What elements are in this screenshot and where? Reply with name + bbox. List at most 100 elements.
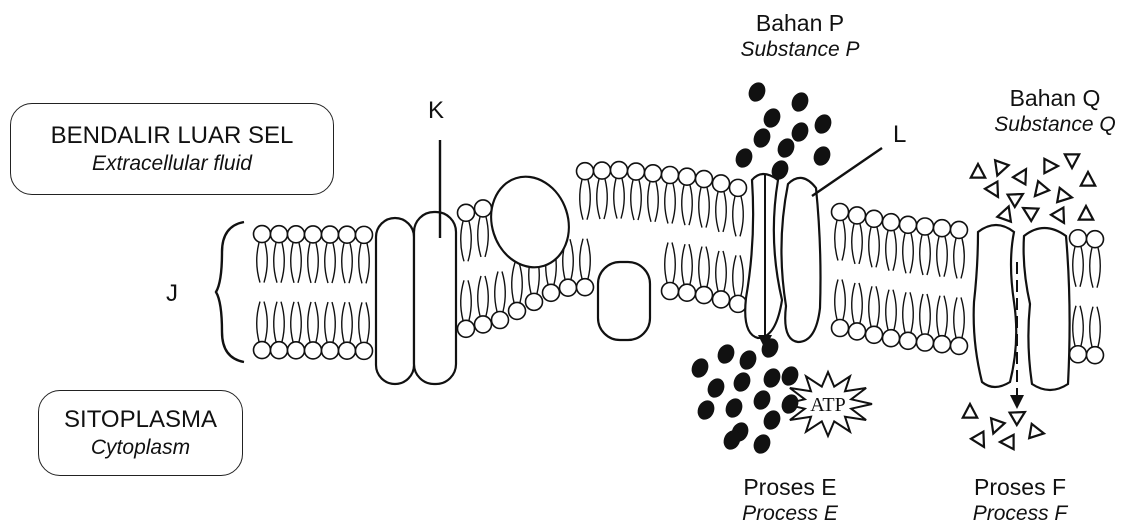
protein-k-right [414, 212, 456, 384]
lipid-tail [886, 231, 889, 271]
lipid-tail [893, 231, 896, 271]
process-f-ms: Proses F [974, 474, 1066, 501]
lipid-tail [672, 184, 675, 224]
protein-k-left [376, 218, 414, 384]
extracellular-label-ms: BENDALIR LUAR SEL [51, 121, 294, 151]
phospholipid-head [900, 216, 917, 233]
cytoplasm-label-en: Cytoplasm [91, 435, 190, 461]
substance-p-en: Substance P [740, 37, 859, 63]
lipid-tail [740, 196, 743, 236]
phospholipid-head [1070, 346, 1087, 363]
lipid-tail [893, 290, 896, 330]
phospholipid-head [254, 226, 271, 243]
lipid-tail [264, 243, 267, 283]
lipid-tail [859, 283, 862, 323]
substance-q-triangle [1010, 412, 1025, 425]
process-f-en: Process F [973, 501, 1068, 527]
lipid-tail [366, 243, 369, 283]
phospholipid-head [356, 342, 373, 359]
lipid-tail [468, 280, 471, 320]
phospholipid-head [951, 221, 968, 238]
lipid-tail [512, 262, 515, 302]
phospholipid-head [475, 316, 492, 333]
extracellular-fluid-box: BENDALIR LUAR SEL Extracellular fluid [10, 103, 334, 195]
protein-l-left [745, 174, 782, 338]
substance-q-triangle [1000, 435, 1014, 449]
lipid-tail [723, 251, 726, 291]
lipid-tail [740, 255, 743, 295]
lipid-tail [366, 302, 369, 342]
substance-q-triangle [991, 418, 1005, 433]
phospholipid-head [288, 342, 305, 359]
lipid-tail [1073, 306, 1076, 346]
phospholipid-head [883, 330, 900, 347]
phospholipid-head [662, 283, 679, 300]
phospholipid-head [594, 162, 611, 179]
lipid-tail [835, 221, 838, 261]
substance-q-triangle [1079, 206, 1093, 220]
phospholipid-head [1070, 230, 1087, 247]
lipid-tail [587, 180, 590, 220]
substance-q-triangle [1051, 208, 1064, 223]
lipid-tail [349, 243, 352, 283]
lipid-tail [274, 302, 277, 342]
lipid-tail [869, 227, 872, 267]
lipid-tail [842, 221, 845, 261]
lipid-tail [597, 179, 600, 219]
lipid-tail [682, 185, 685, 225]
lipid-tail [580, 180, 583, 220]
lipid-tail [961, 297, 964, 337]
lipid-tail [733, 196, 736, 236]
lipid-tail [257, 302, 260, 342]
lipid-tail [587, 239, 590, 279]
lipid-tail [876, 286, 879, 326]
lipid-tail [502, 272, 505, 312]
lipid-tail [1097, 307, 1100, 347]
substance-q-triangle [995, 160, 1009, 175]
substance-p-label: Bahan P Substance P [710, 10, 890, 63]
phospholipid-head [849, 323, 866, 340]
substance-p-dot [779, 364, 802, 389]
lipid-tail [682, 244, 685, 284]
lipid-tail [920, 235, 923, 275]
substance-p-dot [751, 388, 774, 413]
lipid-tail [519, 262, 522, 302]
substance-q-triangle [963, 404, 977, 418]
lipid-tail [954, 297, 957, 337]
substance-p-dot [811, 144, 834, 169]
substance-q-triangle [1023, 208, 1038, 221]
process-e-label: Proses E Process E [700, 474, 880, 527]
phospholipid-head [271, 226, 288, 243]
phospholipid-head [322, 342, 339, 359]
phospholipid-head [305, 226, 322, 243]
lipid-tail [461, 280, 464, 320]
substance-q-triangle [1008, 194, 1023, 207]
substance-p-dot [759, 336, 782, 361]
lipid-tail [869, 286, 872, 326]
substance-p-dot [751, 432, 774, 457]
phospholipid-head [458, 320, 475, 337]
substance-p-dot [737, 348, 760, 373]
lipid-tail [485, 217, 488, 257]
lipid-tail [349, 302, 352, 342]
lipid-tail [842, 280, 845, 320]
lipid-tail [315, 243, 318, 283]
phospholipid-head [458, 204, 475, 221]
substance-p-dot [812, 112, 835, 137]
peripheral-protein-upper [480, 167, 581, 278]
phospholipid-head [696, 287, 713, 304]
lipid-tail [937, 237, 940, 277]
substance-q-label: Bahan Q Substance Q [965, 85, 1127, 138]
lipid-tail [699, 188, 702, 228]
phospholipid-head [577, 163, 594, 180]
lipid-tail [274, 243, 277, 283]
phospholipid-head [645, 165, 662, 182]
lipid-tail [325, 302, 328, 342]
lipid-tail [672, 243, 675, 283]
lipid-tail [944, 237, 947, 277]
phospholipid-head [832, 204, 849, 221]
process-f-label: Proses F Process F [930, 474, 1110, 527]
lipid-tail [621, 179, 624, 219]
lipid-tail [604, 179, 607, 219]
substance-p-dot [751, 126, 774, 151]
